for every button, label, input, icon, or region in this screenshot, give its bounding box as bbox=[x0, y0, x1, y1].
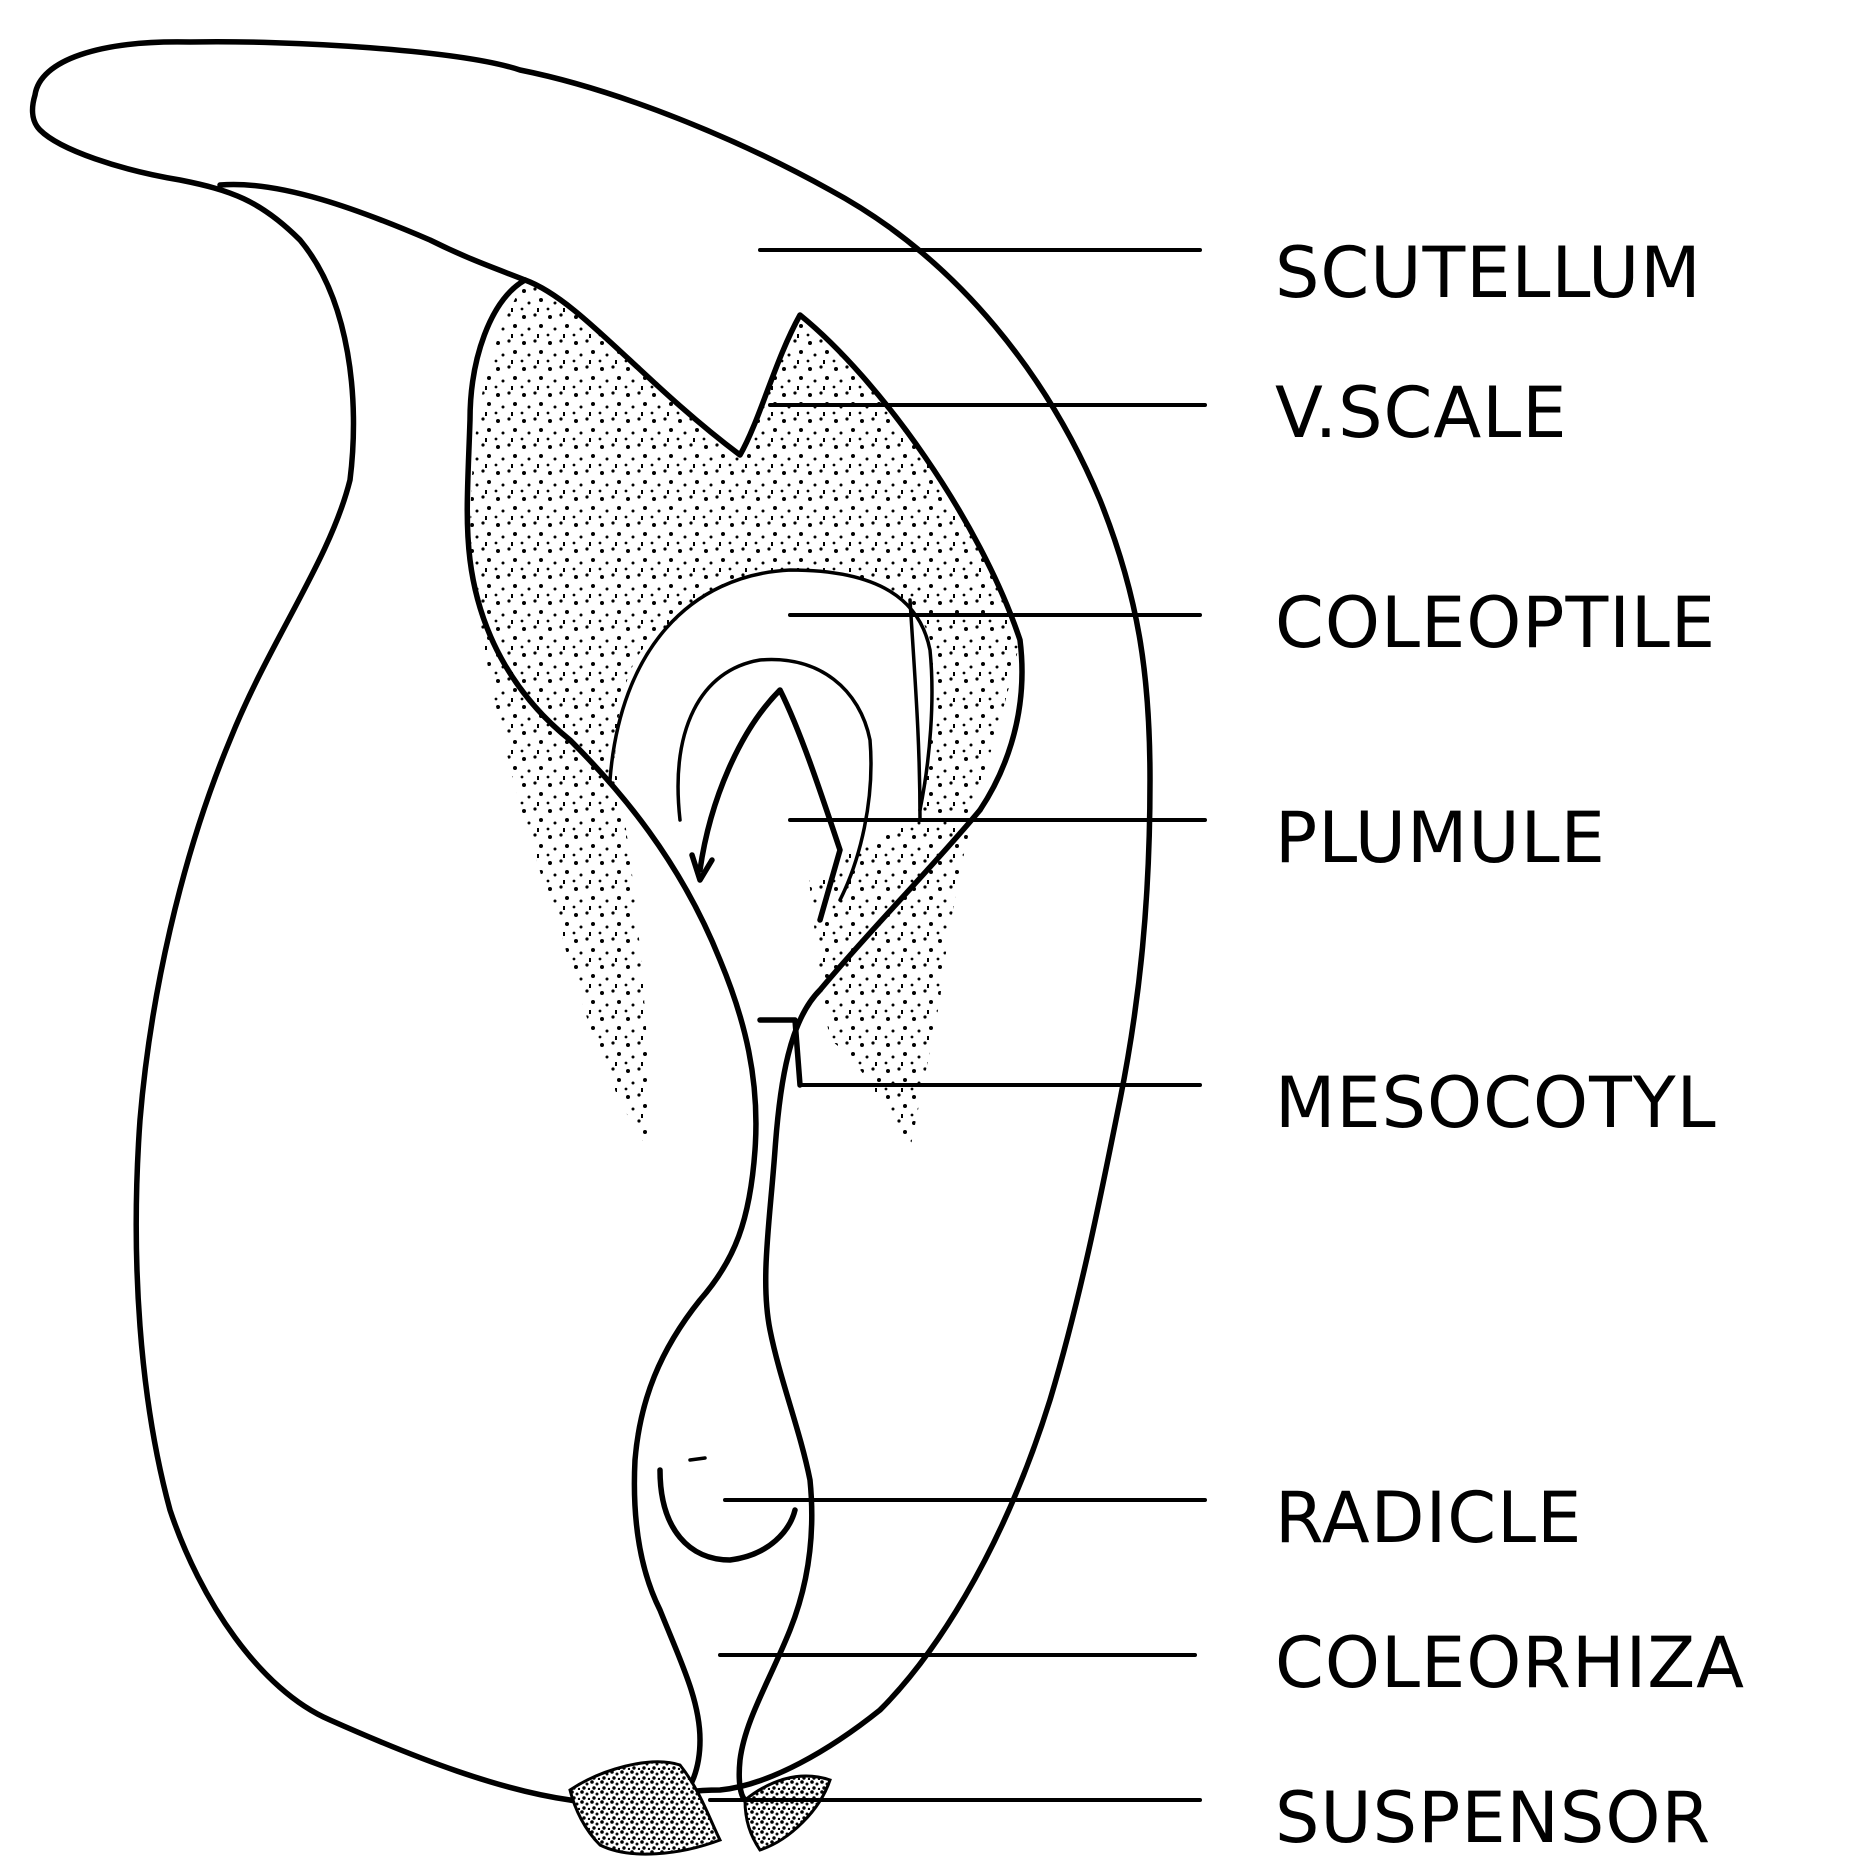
scutellum-inner-line bbox=[220, 184, 525, 280]
label-coleoptile: COLEOPTILE bbox=[1275, 582, 1716, 664]
suspensor-base-right bbox=[745, 1776, 830, 1850]
label-radicle: RADICLE bbox=[1275, 1477, 1582, 1559]
radicle-curve bbox=[660, 1470, 795, 1560]
label-mesocotyl: MESOCOTYL bbox=[1275, 1062, 1717, 1144]
label-coleorhiza: COLEORHIZA bbox=[1275, 1622, 1745, 1704]
radicle-tick bbox=[690, 1458, 705, 1460]
label-v-scale: V.SCALE bbox=[1275, 372, 1568, 454]
label-suspensor: SUSPENSOR bbox=[1275, 1777, 1711, 1859]
label-scutellum: SCUTELLUM bbox=[1275, 232, 1702, 314]
label-plumule: PLUMULE bbox=[1275, 797, 1606, 879]
suspensor-base bbox=[570, 1762, 720, 1854]
mesocotyl-step bbox=[760, 1020, 800, 1085]
